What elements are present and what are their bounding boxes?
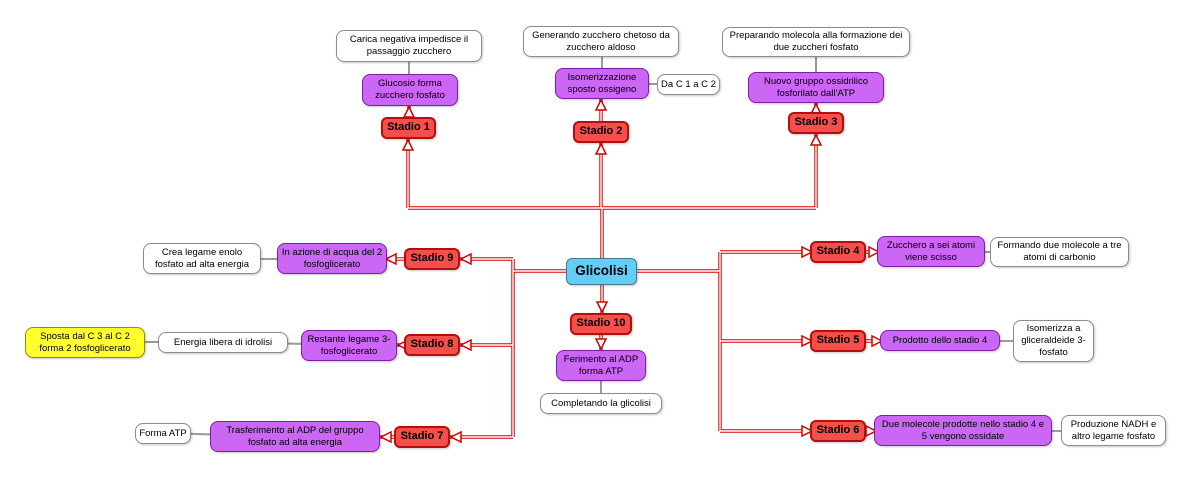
desc-stage4[interactable]: Zucchero a sei atomi viene scisso bbox=[877, 236, 985, 267]
arrowhead bbox=[594, 338, 608, 351]
arrowhead bbox=[379, 430, 392, 444]
note-stage2[interactable]: Generando zucchero chetoso da zucchero a… bbox=[523, 26, 679, 57]
node-stadio-5[interactable]: Stadio 5 bbox=[810, 330, 866, 352]
arrowhead bbox=[809, 133, 823, 146]
arrowhead bbox=[801, 334, 814, 348]
arrowhead bbox=[459, 252, 472, 266]
desc-stage2[interactable]: Isomerizzazione sposto ossigeno bbox=[555, 68, 649, 99]
arrowhead bbox=[594, 142, 608, 155]
desc-stage1[interactable]: Glucosio forma zucchero fosfato bbox=[362, 74, 458, 106]
node-stadio-9[interactable]: Stadio 9 bbox=[404, 248, 460, 270]
node-glicolisi[interactable]: Glicolisi bbox=[566, 258, 637, 285]
arrowhead bbox=[595, 301, 609, 314]
arrowhead bbox=[865, 424, 878, 438]
arrowhead bbox=[459, 338, 472, 352]
arrowhead bbox=[801, 245, 814, 259]
node-stadio-2[interactable]: Stadio 2 bbox=[573, 121, 629, 143]
arrowhead bbox=[449, 430, 462, 444]
desc-stage9[interactable]: In azione di acqua del 2 fosfoglicerato bbox=[277, 243, 387, 274]
node-stadio-3[interactable]: Stadio 3 bbox=[788, 112, 844, 134]
desc-stage8[interactable]: Restante legame 3-fosfoglicerato bbox=[301, 330, 397, 361]
note-stage8[interactable]: Energia libera di idrolisi bbox=[158, 332, 288, 353]
side-note-stage2[interactable]: Da C 1 a C 2 bbox=[657, 74, 720, 95]
note-stage10[interactable]: Completando la glicolisi bbox=[540, 393, 662, 414]
note-stage4[interactable]: Formando due molecole a tre atomi di car… bbox=[990, 237, 1129, 267]
arrowhead bbox=[871, 334, 884, 348]
note-stage5[interactable]: Isomerizza a gliceraldeide 3-fosfato bbox=[1013, 320, 1094, 362]
desc-stage3[interactable]: Nuovo gruppo ossidrilico fosforilato dal… bbox=[748, 72, 884, 103]
arrowhead bbox=[594, 98, 608, 111]
desc-stage5[interactable]: Prodotto dello stadio 4 bbox=[880, 330, 1000, 351]
node-stadio-1[interactable]: Stadio 1 bbox=[381, 117, 436, 139]
extra-note-stage8[interactable]: Sposta dal C 3 al C 2 forma 2 fosfoglice… bbox=[25, 327, 145, 358]
arrowhead bbox=[384, 252, 397, 266]
node-stadio-6[interactable]: Stadio 6 bbox=[810, 420, 866, 442]
node-stadio-10[interactable]: Stadio 10 bbox=[570, 313, 632, 335]
arrowhead bbox=[801, 424, 814, 438]
arrowheads bbox=[379, 98, 884, 444]
note-stage9[interactable]: Crea legame enolo fosfato ad alta energi… bbox=[143, 243, 261, 274]
node-stadio-8[interactable]: Stadio 8 bbox=[404, 334, 460, 356]
note-stage6[interactable]: Produzione NADH e altro legame fosfato bbox=[1061, 415, 1166, 446]
node-stadio-4[interactable]: Stadio 4 bbox=[810, 241, 866, 263]
note-stage3[interactable]: Preparando molecola alla formazione dei … bbox=[722, 27, 910, 57]
desc-stage7[interactable]: Trasferimento al ADP del gruppo fosfato … bbox=[210, 421, 380, 452]
note-stage7[interactable]: Forma ATP bbox=[135, 423, 191, 444]
arrowhead bbox=[868, 245, 881, 259]
desc-stage10[interactable]: Ferimento al ADP forma ATP bbox=[556, 350, 646, 381]
desc-stage6[interactable]: Due molecole prodotte nello stadio 4 e 5… bbox=[874, 415, 1052, 446]
node-stadio-7[interactable]: Stadio 7 bbox=[394, 426, 450, 448]
arrowhead bbox=[402, 105, 416, 118]
arrowhead bbox=[401, 138, 415, 151]
note-stage1[interactable]: Carica negativa impedisce il passaggio z… bbox=[336, 30, 482, 62]
